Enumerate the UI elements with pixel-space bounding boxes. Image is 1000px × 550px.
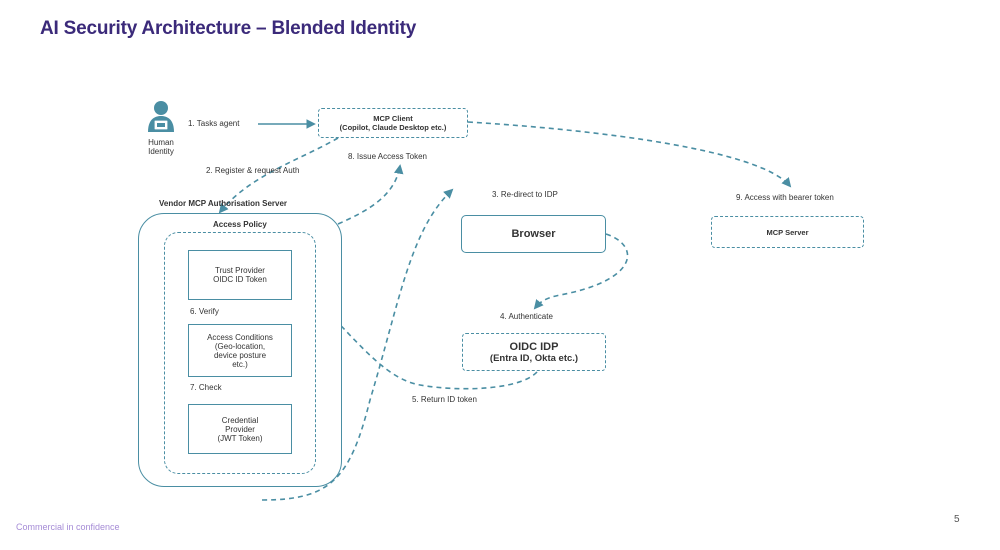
arrow-issue-token <box>337 164 404 225</box>
arrow-authenticate <box>533 233 629 310</box>
access-policy-title: Access Policy <box>210 220 270 229</box>
step-7-label: 7. Check <box>190 383 222 392</box>
mcp-client-box[interactable]: MCP Client (Copilot, Claude Desktop etc.… <box>318 108 468 138</box>
person-laptop-icon <box>146 100 176 134</box>
access-conditions-box[interactable]: Access Conditions (Geo-location, device … <box>188 324 292 377</box>
arrow-return-token <box>298 283 538 390</box>
oidc-idp-box[interactable]: OIDC IDP (Entra ID, Okta etc.) <box>462 333 606 371</box>
browser-box[interactable]: Browser <box>461 215 606 253</box>
step-1-label: 1. Tasks agent <box>188 119 240 128</box>
step-4-label: 4. Authenticate <box>500 312 553 321</box>
step-2-label: 2. Register & request Auth <box>206 166 300 175</box>
page-number: 5 <box>954 514 960 525</box>
confidentiality-footer: Commercial in confidence <box>16 522 120 532</box>
step-5-label: 5. Return ID token <box>412 395 477 404</box>
step-6-label: 6. Verify <box>190 307 219 316</box>
human-identity-label: Human Identity <box>148 138 174 156</box>
step-8-label: 8. Issue Access Token <box>348 152 428 161</box>
auth-server-title: Vendor MCP Authorisation Server <box>159 199 288 208</box>
trust-provider-box[interactable]: Trust Provider OIDC ID Token <box>188 250 292 300</box>
arrow-redirect-idp <box>261 188 454 501</box>
arrow-bearer-token <box>467 121 792 188</box>
page-title: AI Security Architecture – Blended Ident… <box>40 18 417 39</box>
credential-provider-box[interactable]: Credential Provider (JWT Token) <box>188 404 292 454</box>
step-9-label: 9. Access with bearer token <box>736 193 834 202</box>
step-3-label: 3. Re-direct to IDP <box>492 190 558 199</box>
mcp-server-box[interactable]: MCP Server <box>711 216 864 248</box>
